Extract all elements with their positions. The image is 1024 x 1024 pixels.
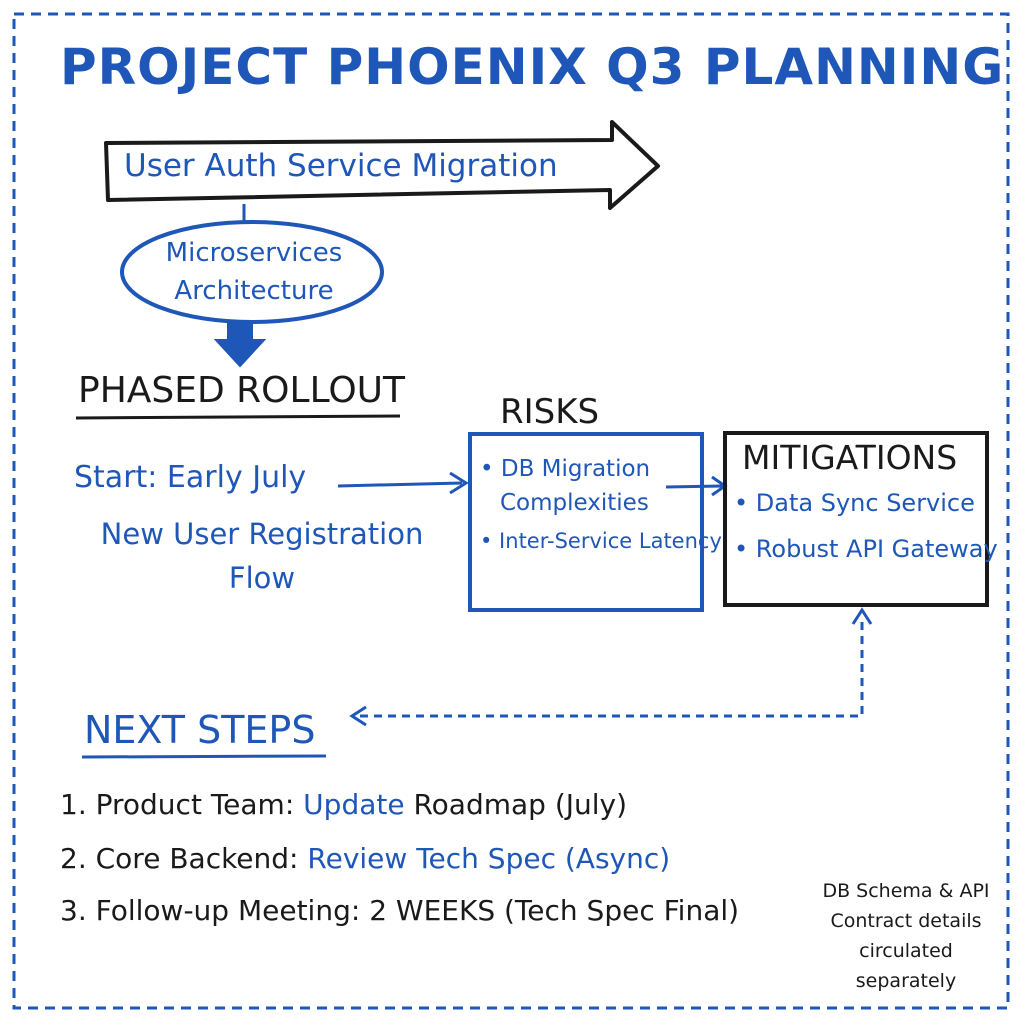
next-steps-underline [81, 754, 327, 759]
start-to-risks-arrow [337, 481, 463, 488]
note-line: circulated [859, 940, 953, 962]
page-title: PROJECT PHOENIX Q3 PLANNING [60, 38, 1005, 96]
rollout-start: Start: Early July [74, 460, 307, 495]
dashed-up-arrowhead [851, 607, 873, 625]
step-prefix: 1. Product Team: [60, 788, 304, 821]
risk-item: • DB Migration [480, 456, 651, 482]
rollout-flow: New User Registration Flow [92, 512, 432, 600]
next-step-2: 2. Core Backend: Review Tech Spec (Async… [60, 842, 670, 875]
phased-rollout-underline [75, 414, 401, 420]
next-step-3: 3. Follow-up Meeting: 2 WEEKS (Tech Spec… [60, 894, 739, 927]
note-line: DB Schema & API [822, 880, 990, 902]
architecture-line-1: Microservices [165, 238, 343, 268]
note-line: separately [855, 970, 957, 992]
risks-list: • DB Migration Complexities • Inter-Serv… [480, 452, 722, 558]
step-highlight: Update [303, 788, 405, 821]
phased-rollout-heading: PHASED ROLLOUT [78, 370, 406, 411]
start-to-risks-arrowhead [449, 471, 469, 495]
step-suffix: Roadmap (July) [404, 788, 628, 821]
next-step-1: 1. Product Team: Update Roadmap (July) [60, 788, 627, 821]
step-prefix: 3. Follow-up Meeting: 2 WEEKS (Tech Spec… [60, 894, 740, 927]
step-prefix: 2. Core Backend: [60, 842, 308, 875]
mitigations-to-next-steps-dashed [360, 622, 864, 718]
risk-item: • Inter-Service Latency [480, 529, 722, 553]
risk-item-continued: Complexities [500, 490, 649, 516]
architecture-line-2: Architecture [174, 276, 334, 306]
next-steps-heading: NEXT STEPS [84, 708, 316, 752]
note-line: Contract details [830, 910, 982, 932]
rollout-flow-line-2: Flow [228, 561, 296, 595]
risks-heading: RISKS [500, 392, 600, 432]
mitigation-item: • Data Sync Service [734, 489, 975, 517]
rollout-flow-line-1: New User Registration [100, 517, 424, 551]
down-arrow-icon [213, 321, 267, 368]
side-note: DB Schema & API Contract details circula… [808, 876, 1004, 996]
mitigations-heading: MITIGATIONS [742, 438, 958, 477]
mitigation-item: • Robust API Gateway [734, 535, 998, 563]
step-highlight: Review Tech Spec (Async) [307, 842, 671, 875]
migration-arrow-label: User Auth Service Migration [124, 148, 558, 184]
architecture-oval-label: Microservices Architecture [122, 234, 386, 310]
dashed-left-arrowhead [349, 705, 367, 727]
mitigations-list: • Data Sync Service • Robust API Gateway [734, 486, 998, 566]
